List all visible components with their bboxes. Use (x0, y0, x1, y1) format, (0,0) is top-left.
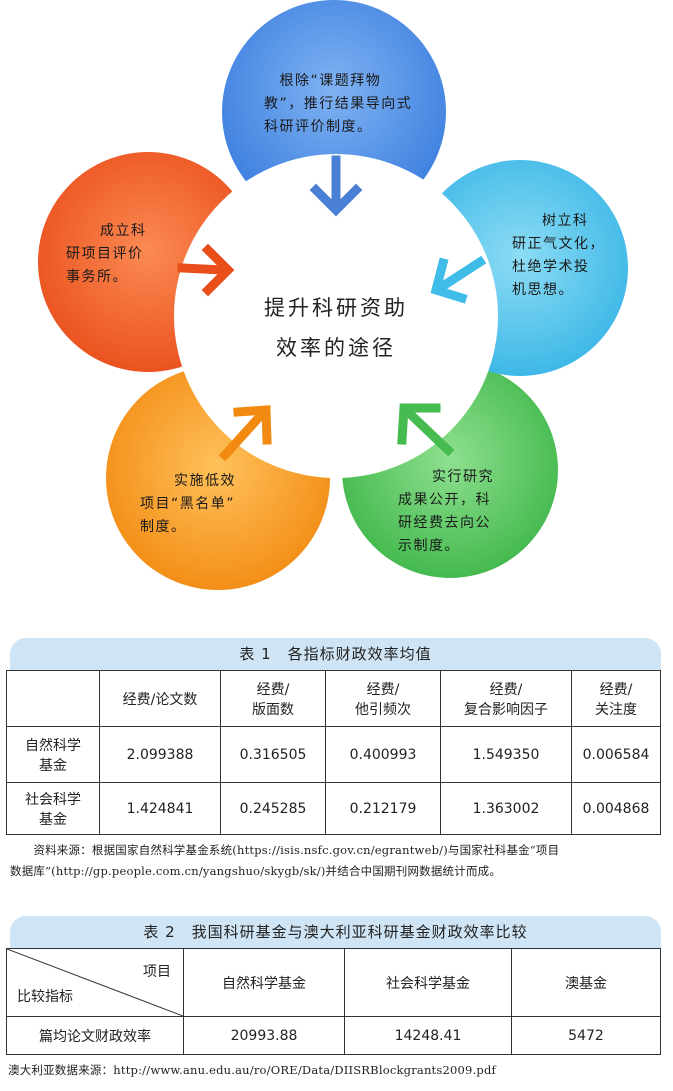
table1-header-cell: 经费/版面数 (220, 670, 326, 727)
petal-top-line-1: 根除“课题拜物 (264, 73, 382, 89)
table1-header-text: 经费/ (599, 681, 633, 698)
table1-header-text: 经费/论文数 (122, 691, 198, 708)
table1-header-cell: 经费/他引频次 (325, 670, 441, 727)
petal-bottom-right-line-3: 研经费去向公 (398, 515, 491, 531)
center-title-line-2: 效率的途径 (276, 336, 396, 360)
arrow-down-icon (309, 155, 363, 217)
diagonal-line (7, 949, 183, 1016)
table2-header-cell: 社会科学基金 (344, 948, 512, 1017)
center-circle (174, 154, 498, 478)
table2-corner-cell: 项目 比较指标 (6, 948, 184, 1017)
petal-top-text: 根除“课题拜物教”，推行结果导向式科研评价制度。 (264, 70, 412, 139)
petal-top-line-3: 科研评价制度。 (264, 119, 373, 135)
table1-header-text: 版面数 (252, 701, 294, 718)
table2-cell: 20993.88 (183, 1016, 345, 1055)
table2: 项目 比较指标 自然科学基金 社会科学基金 澳基金 篇均论文财政效率 20993… (6, 948, 661, 1055)
table1-header-text: 复合影响因子 (464, 701, 548, 718)
arrow-up-left-icon (397, 403, 455, 457)
table1-header-text: 经费/ (366, 681, 400, 698)
row-label-text: 基金 (39, 811, 67, 828)
table-row: 自然科学基金 2.099388 0.316505 0.400993 1.5493… (6, 726, 661, 783)
table1-header-text: 他引频次 (355, 701, 411, 718)
table1-cell: 0.316505 (220, 726, 326, 783)
petal-bottom-left-text: 实施低效项目“黑名单” 制度。 (140, 470, 236, 539)
table2-cell: 14248.41 (344, 1016, 512, 1055)
petal-right-line-4: 机思想。 (512, 282, 574, 298)
arrow-up-right-icon (218, 405, 272, 462)
petal-left-line-3: 事务所。 (66, 269, 128, 285)
table-row: 篇均论文财政效率 20993.88 14248.41 5472 (6, 1016, 661, 1055)
table1-cell: 0.212179 (325, 782, 441, 835)
row-label-text: 基金 (39, 757, 67, 774)
petal-right-text: 树立科研正气文化， 杜绝学术投机思想。 (512, 210, 605, 302)
table1-cell: 1.549350 (440, 726, 572, 783)
petal-bottom-left-line-1: 实施低效 (174, 473, 236, 489)
center-title: 提升科研资助 效率的途径 (236, 288, 436, 368)
petal-top-line-2: 教”，推行结果导向式 (264, 96, 413, 112)
table2-corner-bottom: 比较指标 (17, 989, 73, 1005)
flower-diagram (38, 0, 628, 590)
table1-cell: 2.099388 (99, 726, 221, 783)
arrow-left-icon (430, 255, 487, 304)
table2-header-row: 项目 比较指标 自然科学基金 社会科学基金 澳基金 (6, 948, 661, 1017)
table1-header-text: 关注度 (595, 701, 637, 718)
table1-source-line-1: 资料来源：根据国家自然科学基金系统(https://isis.nsfc.gov.… (10, 843, 560, 857)
petal-bottom-right-text: 实行研究成果公开，科研经费去向公示制度。 (398, 466, 494, 558)
row-label-text: 社会科学 (25, 791, 81, 808)
table1-cell: 0.004868 (571, 782, 661, 835)
table1-cell: 0.400993 (325, 726, 441, 783)
petal-bottom-left-line-3: 制度。 (140, 519, 187, 535)
table1-row-label: 社会科学基金 (6, 782, 100, 835)
petal-bottom-left-line-2: 项目“黑名单” (140, 496, 236, 512)
table1-source-line-2: 数据库”(http://gp.people.com.cn/yangshuo/sk… (10, 864, 502, 878)
row-label-text: 自然科学 (25, 737, 81, 754)
table1-header-cell: 经费/论文数 (99, 670, 221, 727)
table2-title: 表 2 我国科研基金与澳大利亚科研基金财政效率比较 (10, 916, 661, 948)
table1-source-note: 资料来源：根据国家自然科学基金系统(https://isis.nsfc.gov.… (10, 840, 665, 882)
petal-left-line-1: 成立科 (100, 223, 147, 239)
arrow-right-icon (177, 243, 235, 297)
table1-corner-cell (6, 670, 100, 727)
petal-right-line-1: 树立科 (542, 213, 589, 229)
petal-bottom-right-line-4: 示制度。 (398, 538, 460, 554)
table1-header-text: 经费/ (489, 681, 523, 698)
table1-title: 表 1 各指标财政效率均值 (10, 638, 661, 670)
table1-header-row: 经费/论文数 经费/版面数 经费/他引频次 经费/复合影响因子 经费/关注度 (6, 670, 661, 727)
petal-left-text: 成立科研项目评价事务所。 (66, 220, 147, 289)
table1-cell: 0.006584 (571, 726, 661, 783)
table1-header-cell: 经费/关注度 (571, 670, 661, 727)
table2-corner-top: 项目 (143, 964, 171, 980)
petal-right-line-3: 杜绝学术投 (512, 259, 590, 275)
table2-source-note: 澳大利亚数据来源：http://www.anu.edu.au/ro/ORE/Da… (8, 1063, 496, 1077)
table1-cell: 0.245285 (220, 782, 326, 835)
table1: 经费/论文数 经费/版面数 经费/他引频次 经费/复合影响因子 经费/关注度 自… (6, 670, 661, 835)
table1-cell: 1.424841 (99, 782, 221, 835)
petal-bottom-right-line-2: 成果公开，科 (398, 492, 491, 508)
table2-row-label: 篇均论文财政效率 (6, 1016, 184, 1055)
table1-header-cell: 经费/复合影响因子 (440, 670, 572, 727)
table-row: 社会科学基金 1.424841 0.245285 0.212179 1.3630… (6, 782, 661, 835)
petal-bottom-right-line-1: 实行研究 (432, 469, 494, 485)
center-title-line-1: 提升科研资助 (264, 296, 408, 320)
petal-left-line-2: 研项目评价 (66, 246, 144, 262)
table2-header-cell: 澳基金 (511, 948, 661, 1017)
table1-header-text: 经费/ (256, 681, 290, 698)
table2-header-cell: 自然科学基金 (183, 948, 345, 1017)
table1-cell: 1.363002 (440, 782, 572, 835)
table2-cell: 5472 (511, 1016, 661, 1055)
petal-right-line-2: 研正气文化， (512, 236, 605, 252)
table1-row-label: 自然科学基金 (6, 726, 100, 783)
